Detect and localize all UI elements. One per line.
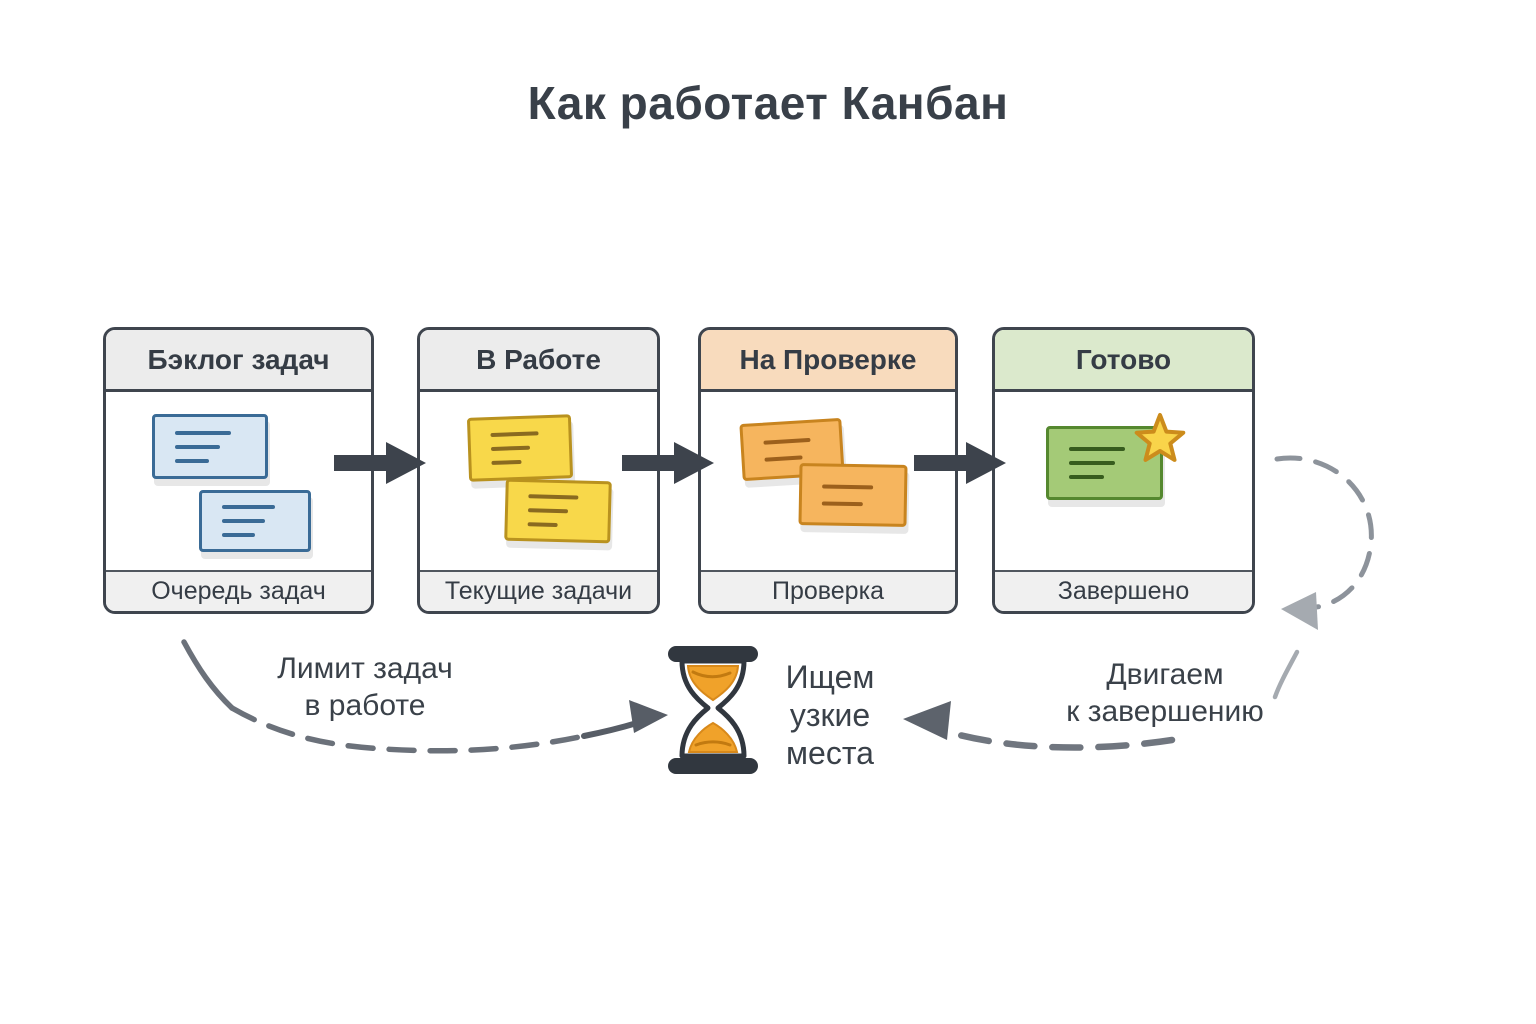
move-to-done-line-1: Двигаем: [1106, 658, 1224, 691]
wip-limit-line-2: в работе: [304, 689, 426, 722]
wip-limit-label: Лимит задач в работе: [255, 650, 475, 724]
note-line: [764, 455, 803, 462]
move-to-done-label: Двигаем к завершению: [1050, 656, 1280, 730]
sticky-note: [504, 478, 612, 544]
note-line: [821, 500, 863, 506]
note-line: [822, 483, 874, 489]
note-line: [527, 508, 569, 514]
note-line: [222, 533, 255, 537]
column-header: Бэклог задач: [106, 330, 371, 392]
wip-limit-arrowhead: [629, 700, 668, 733]
column-footer: Завершено: [995, 570, 1252, 611]
note-line: [491, 459, 522, 466]
bottleneck-line-3: места: [786, 735, 874, 771]
column-header: Готово: [995, 330, 1252, 392]
sticky-note: [1046, 426, 1163, 500]
kanban-column-done: Готово Завершено: [992, 327, 1255, 614]
note-line: [222, 505, 276, 509]
sticky-note: [199, 490, 311, 552]
note-line: [1069, 475, 1104, 479]
column-header: В Работе: [420, 330, 657, 392]
page-title: Как работает Канбан: [527, 77, 1009, 129]
note-line: [175, 444, 220, 449]
note-line: [490, 431, 539, 438]
bottleneck-line-1: Ищем: [785, 659, 875, 695]
done-loop-arrowhead: [1281, 592, 1318, 630]
bottleneck-label: Ищем узкие места: [763, 658, 897, 772]
note-line: [1069, 461, 1115, 465]
column-footer: Очередь задач: [106, 570, 371, 611]
note-line: [763, 437, 811, 445]
note-line: [175, 430, 231, 435]
sticky-note: [798, 463, 908, 527]
kanban-column-backlog: Бэклог задач Очередь задач: [103, 327, 374, 614]
note-line: [490, 445, 531, 452]
note-line: [175, 458, 210, 463]
move-to-done-arrowhead: [903, 701, 951, 740]
note-line: [527, 522, 559, 528]
kanban-column-in-progress: В Работе Текущие задачи: [417, 327, 660, 614]
note-line: [528, 494, 579, 500]
note-line: [1069, 447, 1126, 451]
column-footer: Проверка: [701, 570, 955, 611]
wip-limit-curve-end: [581, 715, 655, 739]
kanban-column-review: На Проверке Проверка: [698, 327, 958, 614]
move-to-done-arrow: [934, 725, 1176, 751]
wip-limit-line-1: Лимит задач: [277, 652, 453, 685]
sticky-note: [152, 414, 268, 479]
bottleneck-line-2: узкие: [789, 697, 871, 733]
column-footer: Текущие задачи: [420, 570, 657, 611]
wip-limit-curve: [181, 639, 235, 711]
move-to-done-line-2: к завершению: [1066, 695, 1264, 728]
sticky-note: [466, 414, 574, 482]
note-line: [222, 519, 265, 523]
hourglass-icon: [668, 646, 758, 774]
column-header: На Проверке: [701, 330, 955, 392]
done-loop-curve: [1274, 455, 1374, 611]
